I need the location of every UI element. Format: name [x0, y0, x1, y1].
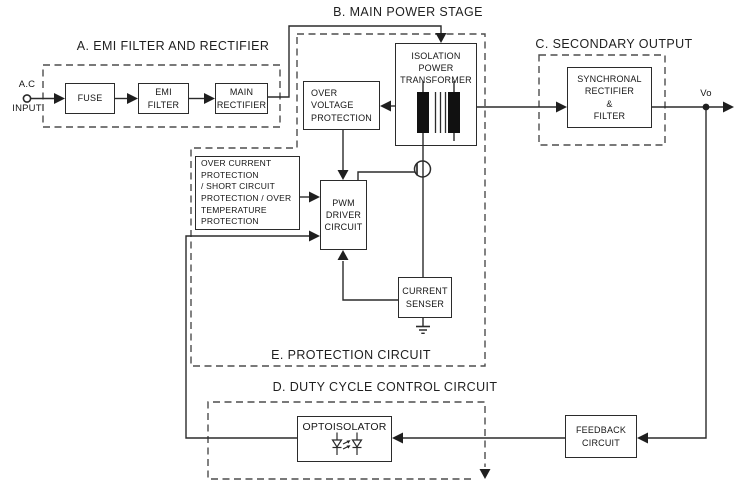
block-isolation-power-transformer: ISOLATION POWER TRANSFORMER: [395, 43, 477, 146]
block-over-voltage-protection-label: OVER VOLTAGE PROTECTION: [311, 88, 373, 123]
arrow-into-main-rectifier-icon: [204, 93, 215, 104]
block-optoisolator: OPTOISOLATOR: [297, 416, 392, 462]
block-optoisolator-label: OPTOISOLATOR: [302, 421, 387, 433]
block-over-current-protection: OVER CURRENT PROTECTION / SHORT CIRCUIT …: [195, 156, 300, 230]
arrow-sensor-into-pwm-icon: [337, 250, 349, 260]
block-emi-filter: EMI FILTER: [138, 83, 189, 114]
arrow-into-ovp-icon: [380, 100, 391, 112]
wire-output-to-feedback: [648, 107, 707, 439]
arrow-ovp-into-pwm-icon: [337, 170, 349, 180]
arrow-into-transformer-icon: [435, 33, 447, 43]
block-pwm-driver-circuit-label: PWM DRIVER CIRCUIT: [324, 197, 363, 233]
block-emi-filter-label: EMI FILTER: [147, 87, 180, 110]
arrow-opto-into-pwm-icon: [309, 230, 320, 242]
block-over-current-protection-label: OVER CURRENT PROTECTION / SHORT CIRCUIT …: [201, 157, 292, 227]
section-c-title: C. SECONDARY OUTPUT: [535, 37, 693, 51]
block-current-senser-label: CURRENT SENSER: [402, 286, 448, 309]
junction-dot: [702, 103, 710, 111]
section-d-title: D. DUTY CYCLE CONTROL CIRCUIT: [272, 380, 498, 394]
block-feedback-circuit: FEEDBACK CIRCUIT: [565, 415, 637, 458]
block-isolation-power-transformer-label: ISOLATION POWER TRANSFORMER: [400, 51, 472, 86]
wire-optoisolator-to-pwm: [185, 235, 310, 439]
ac-input-label-line1: A.C: [18, 79, 36, 90]
mosfet-icon: [413, 133, 432, 277]
arrow-into-feedback-icon: [637, 432, 648, 444]
block-fuse-label: FUSE: [77, 93, 103, 104]
ac-terminal-icon: [22, 94, 32, 103]
block-current-senser: CURRENT SENSER: [398, 277, 452, 318]
dashed-arrow-duty-cycle-icon: [479, 469, 491, 479]
ground-icon: [416, 318, 430, 334]
section-e-title: E. PROTECTION CIRCUIT: [271, 348, 431, 362]
section-b-title: B. MAIN POWER STAGE: [333, 5, 483, 19]
wire-pwm-to-mosfet-gate: [357, 171, 417, 180]
block-feedback-circuit-label: FEEDBACK CIRCUIT: [575, 425, 627, 448]
block-pwm-driver-circuit: PWM DRIVER CIRCUIT: [320, 180, 367, 250]
block-synchronal-rectifier-filter: SYNCHRONAL RECTIFIER & FILTER: [567, 67, 652, 128]
block-main-rectifier-label: MAIN RECTIFIER: [216, 87, 267, 110]
arrow-into-fuse-icon: [54, 93, 65, 104]
arrow-output-icon: [723, 101, 734, 113]
block-fuse: FUSE: [65, 83, 115, 114]
output-voltage-label: Vo: [700, 88, 712, 99]
block-over-voltage-protection: OVER VOLTAGE PROTECTION: [303, 81, 380, 130]
block-main-rectifier: MAIN RECTIFIER: [215, 83, 268, 114]
arrow-into-optoisolator-icon: [392, 432, 403, 444]
block-synchronal-rectifier-filter-label: SYNCHRONAL RECTIFIER & FILTER: [577, 74, 642, 121]
wire-current-senser-to-pwm: [342, 261, 398, 301]
arrow-into-synchronal-icon: [556, 101, 567, 113]
ac-input-label-line2: INPUT: [12, 103, 42, 114]
section-a-title: A. EMI FILTER AND RECTIFIER: [76, 39, 270, 53]
arrow-ocp-into-pwm-icon: [309, 191, 320, 203]
arrow-into-emi-filter-icon: [127, 93, 138, 104]
